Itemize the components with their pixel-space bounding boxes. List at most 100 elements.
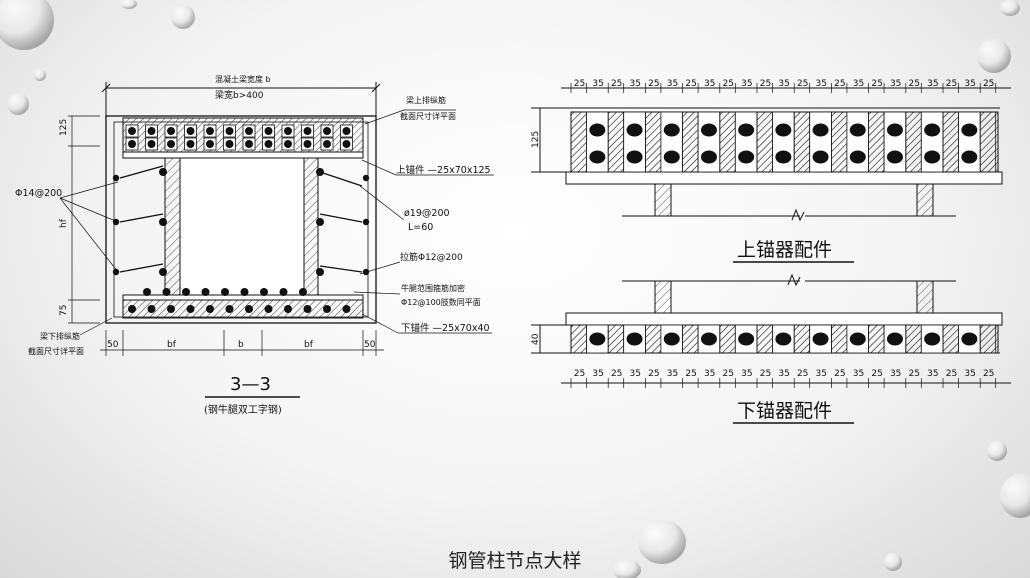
anchor-pad (645, 324, 662, 354)
dim-value: 25 (648, 369, 659, 379)
bottom-dim-2: b (238, 340, 244, 350)
bottom-rebar (342, 305, 351, 313)
anchor-pad (942, 324, 959, 354)
anchor-pad (682, 111, 699, 173)
anchor-hole (775, 123, 792, 137)
top-rebar (128, 127, 136, 135)
side-stud (316, 218, 324, 226)
anchor-pad (719, 111, 736, 173)
anchor-pad (868, 324, 885, 354)
top-rebar (206, 140, 214, 148)
top-rebar (245, 140, 253, 148)
anchor-hole (812, 123, 829, 137)
anchor-hole (775, 332, 792, 346)
label-top-bars-2: 截面尺寸详平面 (400, 111, 456, 121)
anchor-hole (812, 150, 829, 164)
stud-bar (119, 213, 164, 223)
section-title: 3—3 (230, 374, 271, 395)
anchor-pad (793, 324, 811, 354)
section-subtitle: (钢牛腿双工字钢) (204, 403, 282, 416)
dim-value: 25 (611, 79, 622, 89)
anchor-hole (738, 332, 755, 346)
dim-value: 35 (741, 79, 752, 89)
anchor-hole (886, 123, 903, 137)
label-top-anchor: 上锚件 —25x70x125 (396, 164, 491, 176)
dim-value: 25 (909, 369, 920, 379)
side-stud (159, 168, 167, 176)
dim-value: 25 (797, 79, 808, 89)
stud-bar (119, 263, 164, 273)
corner-rebar (112, 174, 120, 182)
anchor-pad (831, 111, 848, 173)
bottom-rebar (284, 305, 292, 313)
dim-40-right: 40 (531, 333, 541, 345)
upper-anchor-cells (570, 111, 997, 173)
anchor-pad (570, 324, 587, 354)
anchor-pad (831, 324, 848, 354)
top-rebar (186, 140, 195, 148)
bottom-rebar (323, 305, 331, 313)
dim-value: 35 (704, 79, 715, 89)
anchor-pad (868, 111, 885, 173)
dim-value: 35 (630, 79, 641, 89)
anchor-hole (700, 332, 717, 346)
section-3-3-drawing (101, 82, 381, 324)
anchor-pad (607, 111, 625, 173)
label-stirrup-2: Φ12@100肢数同平面 (401, 297, 481, 307)
anchor-hole (961, 150, 978, 164)
label-stirrup-1: 牛腿范围箍筋加密 (401, 283, 465, 293)
anchor-pad (607, 324, 625, 354)
corner-rebar (112, 268, 120, 276)
anchor-pad (979, 111, 997, 173)
anchor-hole (663, 123, 680, 137)
web-rebar (240, 288, 249, 296)
top-dim-label: 混凝土梁宽度 b (215, 74, 271, 84)
bottom-dim-1: bf (167, 340, 177, 350)
top-rebar (284, 127, 292, 135)
lower-anchor-title: 下锚器配件 (737, 400, 832, 422)
top-rebar (167, 127, 175, 135)
anchor-hole (886, 332, 903, 346)
corner-rebar (362, 218, 370, 226)
dim-value: 35 (816, 79, 827, 89)
top-dim-label-2: 梁宽b>400 (215, 89, 264, 101)
anchor-pad (645, 111, 662, 173)
top-rebar (245, 127, 253, 135)
anchor-hole (700, 150, 717, 164)
stud-bar (319, 171, 363, 187)
dim-value: 25 (760, 79, 771, 89)
dim-125-right: 125 (531, 131, 541, 148)
dim-value: 25 (983, 79, 994, 89)
dim-value: 35 (592, 79, 603, 89)
dim-value: 35 (890, 369, 901, 379)
bottom-rebar (206, 305, 214, 313)
anchor-pad (942, 111, 959, 173)
dim-value: 25 (871, 369, 882, 379)
dim-75-left: 75 (59, 305, 69, 316)
bottom-dim-0: 50 (107, 340, 119, 350)
label-bot-bars: 梁下排纵筋 (40, 331, 80, 341)
dim-value: 25 (834, 369, 845, 379)
side-stud (316, 268, 324, 276)
dim-value: 35 (964, 79, 975, 89)
dim-value: 25 (685, 79, 696, 89)
anchor-hole (626, 123, 643, 137)
anchor-hole (663, 150, 680, 164)
label-L60: L=60 (408, 222, 433, 233)
dim-value: 25 (574, 369, 585, 379)
dim-value: 25 (834, 79, 845, 89)
top-rebar (303, 140, 312, 148)
dim-value: 35 (927, 369, 938, 379)
anchor-hole (849, 332, 866, 346)
label-phi19: ø19@200 (404, 208, 450, 219)
dim-value: 35 (778, 369, 789, 379)
dim-value: 35 (778, 79, 789, 89)
label-phi14: Φ14@200 (15, 188, 62, 199)
anchor-hole (812, 332, 829, 346)
top-rebar (264, 127, 273, 135)
dim-value: 35 (592, 369, 603, 379)
label-bot-bars-2: 截面尺寸详平面 (28, 346, 84, 356)
